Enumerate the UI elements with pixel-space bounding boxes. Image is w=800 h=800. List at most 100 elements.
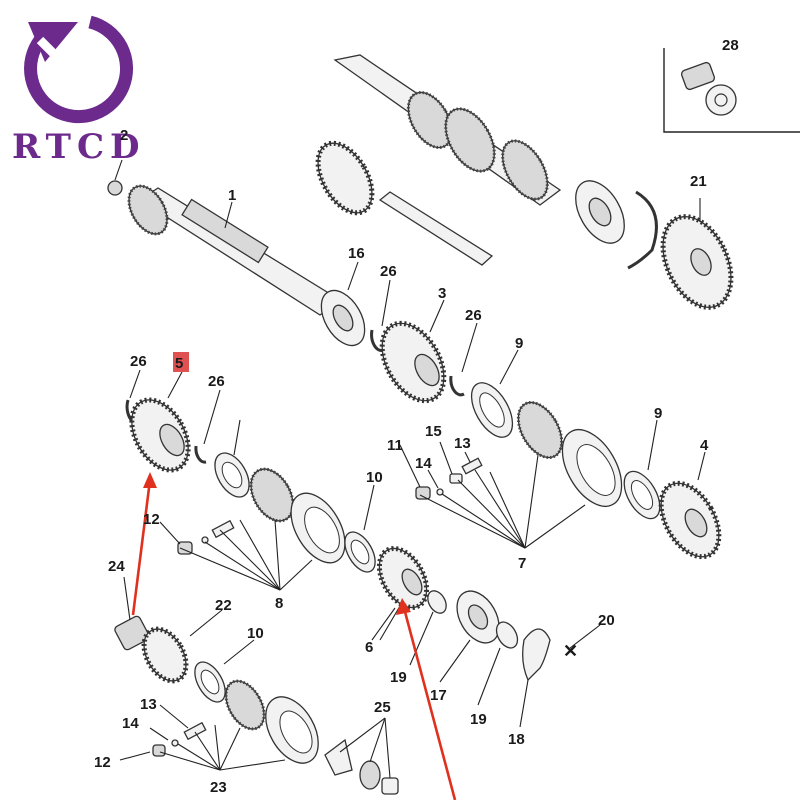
arrow-to-gear-6 xyxy=(402,607,457,800)
callout-26a: 26 xyxy=(380,263,397,280)
lead-7b xyxy=(441,493,526,549)
callout-9a: 9 xyxy=(515,335,523,352)
callout-2: 2 xyxy=(120,127,128,144)
lead-12a xyxy=(159,521,181,545)
callout-14a: 14 xyxy=(415,455,432,472)
lead-16 xyxy=(347,261,359,291)
lead-7c xyxy=(457,479,526,549)
rtcd-logo: RTCD xyxy=(12,15,140,167)
part-14-ball-a xyxy=(201,536,209,544)
lead-23f xyxy=(219,759,286,771)
lead-23d xyxy=(214,724,221,771)
callout-25: 25 xyxy=(374,699,391,716)
lead-8-top xyxy=(233,419,241,456)
lead-22 xyxy=(189,609,223,637)
lead-3 xyxy=(429,299,445,333)
lead-2 xyxy=(114,159,123,181)
bearing-17-bore xyxy=(467,604,489,630)
upper-bearing-bore xyxy=(588,197,612,227)
primary-splines xyxy=(181,198,269,264)
part-2-stud xyxy=(107,180,123,196)
callout-1: 1 xyxy=(228,187,236,204)
washer-19-a xyxy=(427,590,447,614)
lead-25b xyxy=(369,717,386,763)
arrowhead-gear-5-icon xyxy=(143,472,157,488)
bolt-shank xyxy=(680,61,716,91)
right-synchro-group xyxy=(470,382,722,560)
callout-19b: 19 xyxy=(470,711,487,728)
callout-11: 11 xyxy=(387,437,403,454)
lead-8d xyxy=(239,519,281,591)
lead-13a xyxy=(464,451,471,463)
lead-9a xyxy=(499,349,519,385)
callout-13a: 13 xyxy=(454,435,471,452)
circlip-26-c xyxy=(449,375,465,397)
callout-26b: 26 xyxy=(465,307,482,324)
selector-rod xyxy=(378,191,494,266)
synchro-hub-lower-teeth xyxy=(224,679,266,731)
lead-26e xyxy=(203,389,221,445)
lead-12b xyxy=(119,751,151,761)
fork-25-b xyxy=(359,760,381,790)
callout-23: 23 xyxy=(210,779,227,796)
needle-bearing-24 xyxy=(114,615,150,651)
lead-1 xyxy=(224,201,233,229)
gear-4-bore xyxy=(684,508,708,538)
callout-3: 3 xyxy=(438,285,446,302)
callout-8: 8 xyxy=(275,595,283,612)
lead-20 xyxy=(569,624,601,649)
lead-7a xyxy=(419,494,526,549)
fork-25-c xyxy=(381,777,399,795)
gear-6-group: ✕ xyxy=(376,546,578,682)
primary-spline-teeth xyxy=(127,184,169,236)
lead-26b xyxy=(381,279,391,327)
lead-7g xyxy=(524,504,586,549)
lead-19a xyxy=(409,611,434,666)
lead-19b xyxy=(477,647,501,706)
gear-21-teeth xyxy=(660,214,734,310)
lead-14a xyxy=(427,469,439,489)
inset-frame xyxy=(663,48,800,133)
callout-13b: 13 xyxy=(140,696,157,713)
part-11-block xyxy=(415,486,431,500)
lead-25a xyxy=(339,717,386,753)
lead-25c xyxy=(384,717,391,779)
lead-5 xyxy=(167,371,183,399)
lead-14b xyxy=(149,727,169,741)
gear-3-teeth xyxy=(379,320,447,404)
callout-26c: 26 xyxy=(130,353,147,370)
callout-19a: 19 xyxy=(390,669,407,686)
lead-23a xyxy=(159,751,221,771)
callout-10b: 10 xyxy=(247,625,264,642)
lead-24 xyxy=(123,576,131,621)
sleeve-lower-bore xyxy=(279,710,313,754)
part-13-spring-b xyxy=(183,721,207,741)
callout-5: 5 xyxy=(175,355,183,372)
washer-19-b xyxy=(495,621,519,649)
lead-8b xyxy=(204,541,281,591)
upper-circlip xyxy=(627,190,658,270)
ring-10-b-bore xyxy=(200,669,220,695)
callout-17: 17 xyxy=(430,687,447,704)
lead-26d xyxy=(129,369,141,399)
part-14-ball xyxy=(436,488,444,496)
lower-group xyxy=(114,615,399,795)
callout-12a: 12 xyxy=(143,511,160,528)
lead-6b xyxy=(371,607,396,641)
callout-15: 15 xyxy=(425,423,442,440)
callout-10a: 10 xyxy=(366,469,383,486)
logo-slash xyxy=(36,36,84,84)
fork-25-a xyxy=(324,738,353,776)
lead-7d xyxy=(474,469,526,549)
callout-7: 7 xyxy=(518,555,526,572)
lead-7f xyxy=(524,454,539,549)
ring-left-upper-bore xyxy=(221,461,243,489)
callout-16: 16 xyxy=(348,245,365,262)
leader-lines xyxy=(114,159,706,779)
callout-24: 24 xyxy=(108,558,125,575)
gear-21-bore xyxy=(690,248,712,276)
lead-26c xyxy=(461,322,478,373)
callout-labels: 1 2 3 4 5 6 7 8 9 9 10 10 11 12 12 13 13… xyxy=(94,127,709,796)
ring-9-b-bore xyxy=(630,480,654,510)
